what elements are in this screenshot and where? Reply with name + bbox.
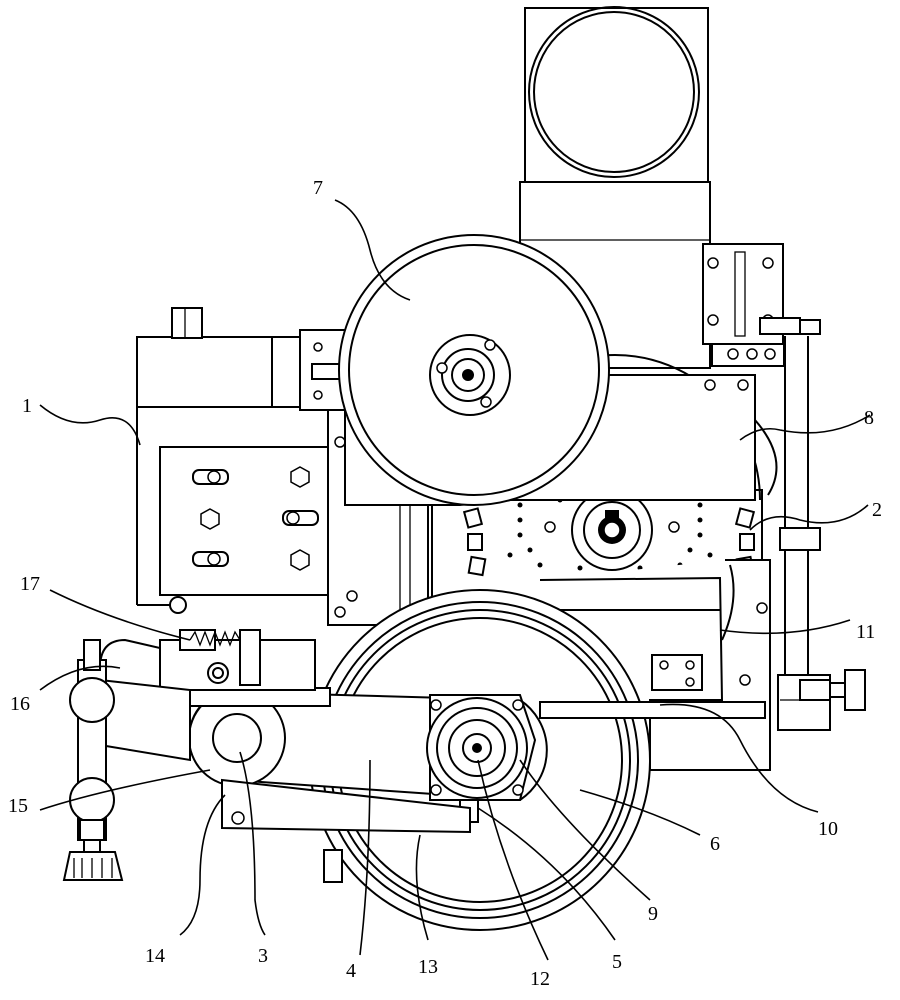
label-5: 5 [612,951,622,973]
main-frame [136,307,346,606]
label-10: 10 [818,818,838,840]
callout-labels: 1 2 3 4 5 6 7 8 9 10 11 12 13 14 15 16 1… [8,177,882,990]
label-1: 1 [22,395,32,417]
label-16: 16 [10,693,30,715]
label-12: 12 [530,968,550,990]
label-17: 17 [20,573,40,595]
leader-lines [39,199,871,961]
label-13: 13 [418,956,438,978]
label-11: 11 [856,621,875,643]
label-3: 3 [258,945,268,967]
label-14: 14 [145,945,165,967]
label-4: 4 [346,960,356,982]
right-mount-plate [702,243,821,730]
motor [519,6,711,369]
bar-13 [221,778,471,834]
label-7: 7 [313,177,323,199]
wheel-7 [338,234,610,506]
label-9: 9 [648,903,658,925]
label-6: 6 [710,833,720,855]
right-adjuster [777,527,866,731]
label-2: 2 [872,499,882,521]
left-assembly [62,596,331,881]
label-8: 8 [864,407,874,429]
rod-10 [539,701,766,719]
label-15: 15 [8,795,28,817]
